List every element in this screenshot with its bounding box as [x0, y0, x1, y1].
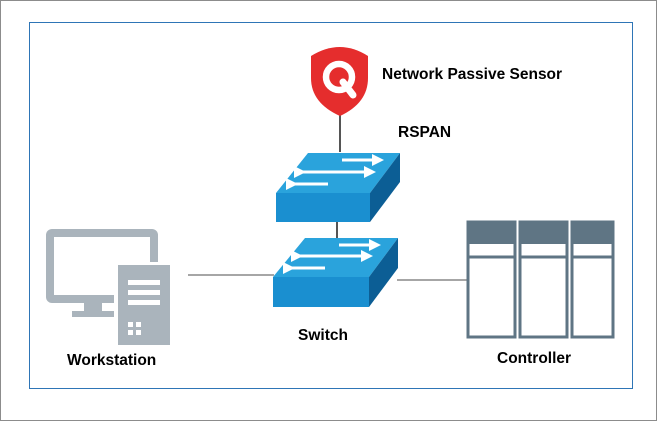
workstation-icon — [46, 229, 172, 346]
diagram-border — [29, 22, 633, 389]
switch-label: Switch — [298, 327, 348, 344]
rspan-label: RSPAN — [398, 124, 452, 141]
sensor-label: Network Passive Sensor — [382, 66, 563, 83]
workstation-label: Workstation — [67, 352, 157, 369]
rspan-switch-icon — [276, 153, 400, 222]
server-rack-icon — [466, 220, 615, 339]
controller-label: Controller — [497, 350, 572, 367]
qualys-shield-icon — [311, 47, 368, 116]
switch-icon — [273, 238, 398, 307]
